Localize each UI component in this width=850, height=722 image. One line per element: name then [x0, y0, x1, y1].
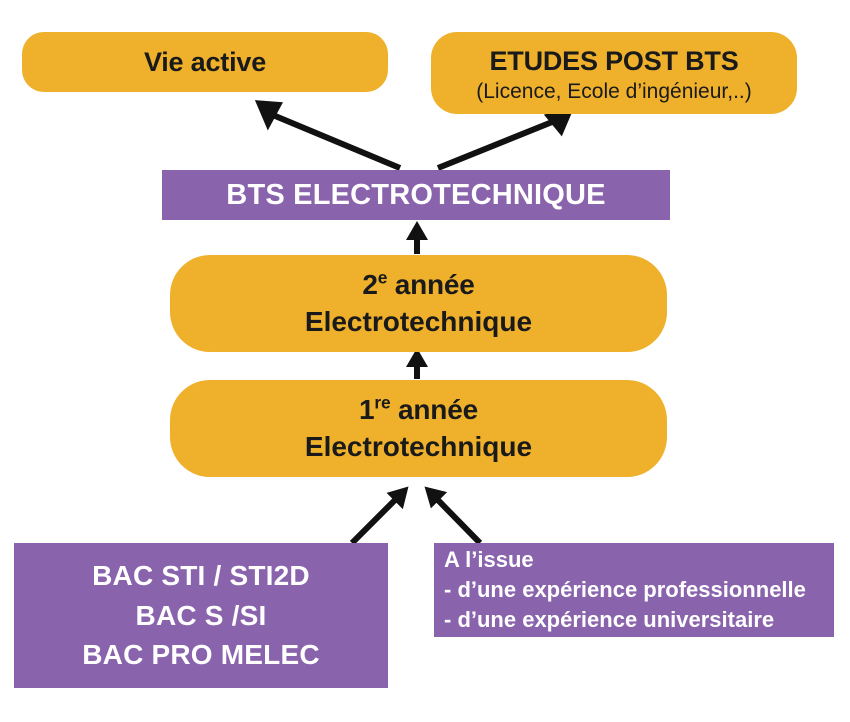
node-bts-electrotechnique[interactable]: BTS ELECTROTECHNIQUE	[162, 170, 670, 220]
premiere-annee-label: 1re année	[359, 394, 478, 425]
premiere-annee-year-word: année	[390, 394, 478, 426]
a-lissue-item: - d’une expérience professionnelle	[444, 577, 806, 603]
node-etudes-post-bts[interactable]: ETUDES POST BTS (Licence, Ecole d’ingéni…	[431, 32, 797, 114]
bac-origins-line: BAC STI / STI2D	[92, 559, 310, 591]
a-lissue-item: - d’une expérience universitaire	[444, 606, 775, 632]
node-vie-active[interactable]: Vie active	[22, 32, 388, 92]
arrow-annee2-to-bts	[406, 221, 428, 254]
deuxieme-annee-year-word: année	[387, 269, 475, 301]
node-deuxieme-annee[interactable]: 2e année Electrotechnique	[170, 255, 667, 352]
deuxieme-annee-specialty: Electrotechnique	[304, 305, 533, 337]
arrow-bts-to-vie-active	[254, 100, 402, 171]
node-bac-origins[interactable]: BAC STI / STI2D BAC S /SI BAC PRO MELEC	[14, 543, 388, 688]
bac-origins-line: BAC S /SI	[135, 599, 267, 631]
premiere-annee-ordinal: re	[374, 392, 391, 413]
node-a-lissue[interactable]: A l’issue - d’une expérience professionn…	[434, 543, 834, 637]
premiere-annee-number: 1	[359, 394, 375, 426]
arrow-a-lissue-to-annee1	[424, 486, 483, 546]
deuxieme-annee-ordinal: e	[377, 267, 388, 288]
a-lissue-heading: A l’issue	[444, 547, 534, 573]
arrow-annee1-to-annee2	[406, 348, 428, 379]
bts-electrotechnique-label: BTS ELECTROTECHNIQUE	[226, 178, 606, 211]
premiere-annee-specialty: Electrotechnique	[304, 430, 533, 462]
vie-active-label: Vie active	[143, 46, 267, 77]
bac-origins-line: BAC PRO MELEC	[82, 639, 320, 671]
node-premiere-annee[interactable]: 1re année Electrotechnique	[170, 380, 667, 477]
deuxieme-annee-label: 2e année	[362, 267, 475, 301]
etudes-post-bts-sublabel: (Licence, Ecole d’ingénieur,..)	[476, 80, 752, 104]
arrow-bac-origins-to-annee1	[349, 486, 409, 546]
etudes-post-bts-label: ETUDES POST BTS	[489, 46, 739, 77]
deuxieme-annee-number: 2	[362, 269, 378, 301]
